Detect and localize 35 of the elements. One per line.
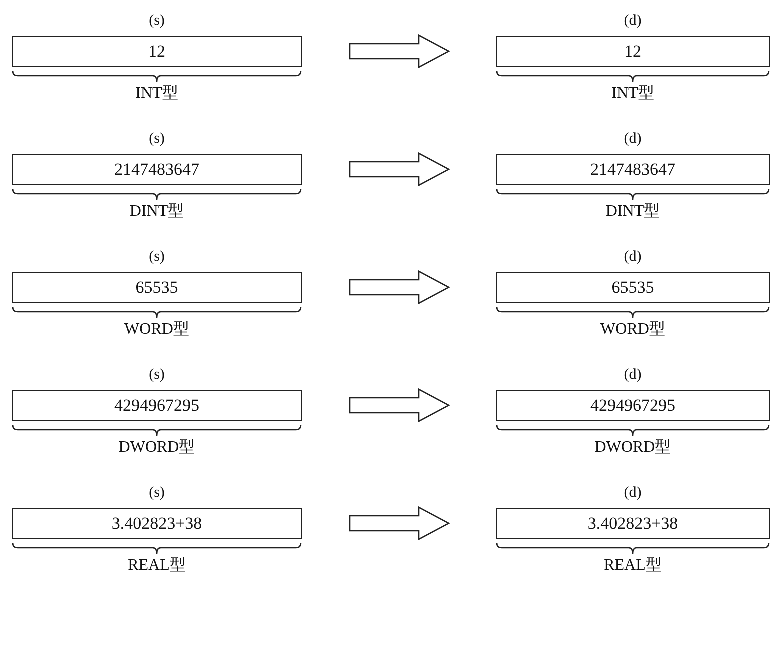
value-text: 4294967295: [114, 396, 200, 416]
operand-label: (d): [624, 249, 642, 266]
value-text: 3.402823+38: [588, 514, 678, 534]
value-text: 12: [624, 42, 642, 62]
type-label: REAL型: [128, 556, 186, 576]
operand-label: (s): [149, 249, 165, 266]
type-label: INT型: [612, 84, 654, 104]
type-label: REAL型: [604, 556, 662, 576]
type-label: DINT型: [606, 202, 660, 222]
type-label: DWORD型: [594, 438, 672, 458]
operand-label: (d): [624, 485, 642, 502]
value-text: 65535: [136, 278, 178, 298]
type-label: WORD型: [600, 320, 666, 340]
value-text: 2147483647: [114, 160, 200, 180]
block-arrow: [349, 152, 450, 187]
value-text: 2147483647: [590, 160, 676, 180]
type-label: WORD型: [124, 320, 190, 340]
operand-label: (d): [624, 13, 642, 30]
operand-label: (s): [149, 367, 165, 384]
type-label: DWORD型: [118, 438, 196, 458]
value-text: 65535: [612, 278, 654, 298]
type-label: INT型: [136, 84, 178, 104]
operand-label: (d): [624, 367, 642, 384]
type-label: DINT型: [130, 202, 184, 222]
operand-label: (d): [624, 131, 642, 148]
block-arrow: [349, 34, 450, 69]
operand-label: (s): [149, 13, 165, 30]
value-text: 12: [148, 42, 166, 62]
operand-label: (s): [149, 131, 165, 148]
operand-label: (s): [149, 485, 165, 502]
block-arrow: [349, 388, 450, 423]
value-text: 4294967295: [590, 396, 676, 416]
block-arrow: [349, 270, 450, 305]
block-arrow: [349, 506, 450, 541]
value-text: 3.402823+38: [112, 514, 202, 534]
